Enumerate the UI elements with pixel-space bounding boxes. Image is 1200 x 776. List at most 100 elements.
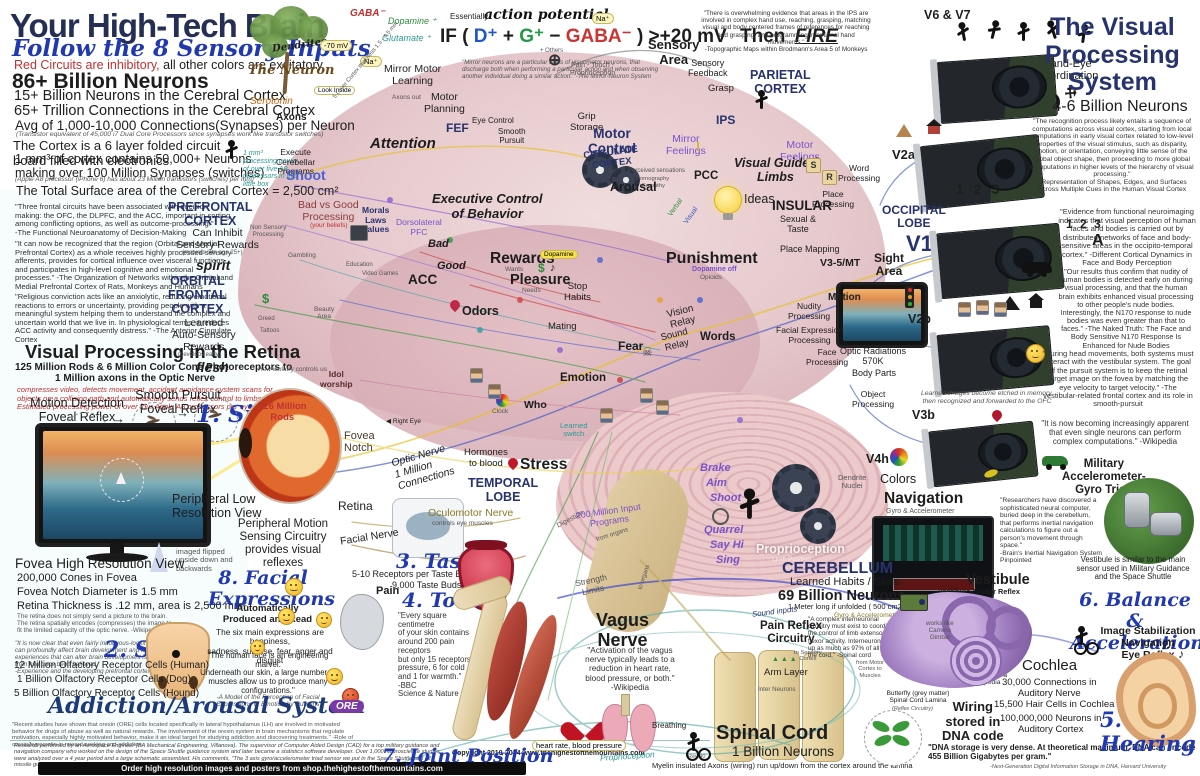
decision-making-quote: "Three frontal circuits have been associ…	[15, 202, 231, 237]
athlete-icon	[990, 25, 997, 40]
retina-subheading-1: 125 Million Rods & 6 Million Color Cone …	[15, 362, 293, 373]
clock-label: Clock	[492, 408, 509, 415]
sound-inputs-label: Sound inputs	[751, 604, 798, 619]
joint-position-heading: 7. Joint Position	[382, 745, 554, 767]
formula-gaba: GABA⁻	[565, 26, 632, 47]
fovea-cones: 200,000 Cones in Fovea	[17, 572, 137, 584]
essentially-label: Essentially	[450, 12, 489, 21]
order-bar[interactable]: Order high resolution images and posters…	[38, 762, 526, 775]
focus-circle	[194, 398, 238, 442]
mirror-feelings-label: Mirror Feelings	[666, 133, 706, 157]
cyclist-icon	[1078, 626, 1085, 645]
mirror-motor-label: Mirror Motor Learning	[384, 63, 442, 87]
glutamate-label: Glutamate ⁺	[382, 33, 431, 43]
eye-graphic	[238, 388, 342, 504]
dopamine-label: Dopamine ⁺	[388, 16, 437, 26]
fist-graphic	[340, 594, 384, 650]
mating-label: Mating	[548, 321, 577, 332]
eye-control-label: Eye Control	[472, 116, 514, 125]
formula-glutamate: G⁺	[519, 26, 545, 47]
right-eye-label: ◀ Right Eye	[386, 418, 421, 425]
fovea-heading: Fovea High Resolution View	[15, 556, 185, 571]
rewards-label: Rewards	[490, 250, 555, 267]
stat-surface-area: The Total Surface area of the Cerebral C…	[16, 184, 339, 198]
vestibule-label: Vestibule	[966, 572, 1030, 588]
orbital-sub-label: Learned Auto-Sensory Rewards	[172, 317, 236, 353]
sight-area-label: Sight Area	[874, 251, 904, 279]
formula-fire: FIRE	[794, 26, 838, 47]
sight-screen-graphic	[836, 282, 928, 348]
stat-connections: 65+ Trillion Connections in the Cerebral…	[14, 103, 316, 119]
scrabble-tile-s: S	[806, 158, 821, 173]
sensory-area-label: Sensory Area	[648, 37, 700, 67]
smiley-face-icon	[316, 612, 332, 628]
facial-auto-label: Automatically Produced and Read	[222, 603, 313, 625]
sodium-pill: Na⁺	[360, 56, 382, 67]
dlpfc-label: Dorsolateral PFC	[396, 217, 442, 237]
gear-icon	[800, 508, 836, 544]
olfactory-human: 12 Million Olfactory Receptor Cells (Hum…	[14, 660, 210, 671]
dopamine-off-note: Dopamine off	[692, 266, 737, 273]
grip-storage-label: Grip Storage	[570, 111, 604, 133]
peripheral-low-label: Peripheral Low Resolution View	[172, 492, 262, 520]
beauty-area-label: Beauty Area	[314, 306, 335, 321]
basketball-player-icon	[228, 140, 235, 159]
formula-plus: +	[502, 26, 514, 47]
v6v7-label: V6 & V7	[924, 8, 971, 22]
footer-divider	[10, 740, 710, 741]
spinal-cord-label: Spinal Cord	[716, 722, 829, 744]
bad-label: Bad	[428, 238, 449, 250]
gear-icon	[612, 166, 640, 194]
formula-threshold: ) >+20 mV	[636, 26, 727, 47]
etched-memory-note: Learned images become etched in memory, …	[920, 390, 1054, 405]
cerebellum-habits: Learned Habits / Skills	[790, 576, 900, 588]
beliefs-note: (your beliefs)	[310, 222, 348, 229]
circuit-color-note: Red Circuits are inhibitory, all other c…	[14, 58, 323, 72]
to-sensory-label: to Sensory Cortex	[794, 650, 822, 663]
perceived-sensations-label: Perceived sensations	[628, 168, 686, 174]
serotonin-label: Serotonin	[250, 96, 293, 107]
facial-quote: "The human face is an engineering marvel…	[200, 651, 336, 695]
fef-label: FEF	[446, 121, 469, 135]
auditory-neurons: 100,000,000 Neurons in Auditory Cortex	[1000, 713, 1102, 735]
executive-control-label: Executive Control of Behavior	[432, 191, 543, 221]
music-notes-icon: ♫	[1160, 636, 1172, 653]
excitatory-note: all other colors are excitatory	[159, 58, 323, 72]
gyro-cylinder	[1124, 492, 1150, 528]
cerebellum-label: CEREBELLUM	[782, 560, 894, 577]
mirror-neuron-quote: "Mirror neurons are a particular class o…	[462, 59, 659, 80]
v2b-label: V2b	[908, 312, 931, 326]
screen-focus-circle	[100, 458, 144, 502]
single-neuron-quote: "It is now becoming increasingly apparen…	[1041, 419, 1189, 446]
v35mt-label: V3-5/MT	[820, 257, 861, 269]
opioids-note: Opioids	[700, 274, 723, 281]
hearing-heading: 5. Hearing	[1100, 707, 1196, 756]
visual-guided-limbs-label: Visual Guided Limbs	[734, 156, 817, 184]
grasp-label: Grasp	[708, 83, 734, 94]
gpu-card-graphic	[935, 53, 1059, 125]
pir-sensor-icon	[392, 498, 464, 558]
transistor-note: (Transistor equivalent of 45,000 i7 Dual…	[16, 131, 324, 138]
flesh-label: flesh	[196, 359, 229, 375]
facial-quote-source: -A Model of the Perception of Facial Exp…	[216, 694, 320, 709]
gyro-cylinder	[1150, 512, 1182, 536]
object-processing-label: Object Processing	[852, 389, 895, 409]
proprioception-bottom-label: Proprioception	[599, 749, 656, 763]
bad-good-label: Bad vs Good Processing	[298, 199, 359, 223]
interneuron-arrows: ▲ ▲ ▲	[772, 656, 797, 663]
formula-minus: −	[549, 26, 561, 47]
traffic-light-icon	[905, 286, 914, 308]
retina-encode-note: The retina does not simply send a pictur…	[17, 613, 172, 635]
good-label: Good	[437, 260, 466, 272]
temporal-lobe-label: TEMPORAL LOBE	[468, 476, 539, 504]
visual-system-title: The Visual Processing System	[1045, 13, 1180, 96]
hormones-label: Hormones to blood	[464, 447, 508, 469]
balance-heading: 6. Balance & Acceleration	[1070, 589, 1200, 654]
rods-label: 126 Million Rods	[258, 401, 307, 423]
aim-label: Aim	[706, 477, 727, 489]
formula-then: Then	[740, 26, 786, 47]
spirit-label: spirit	[196, 257, 231, 273]
money-icon: $	[262, 291, 270, 306]
apple-a8-note: (Apple A8 processor (iPhone 6) has about…	[15, 176, 254, 183]
